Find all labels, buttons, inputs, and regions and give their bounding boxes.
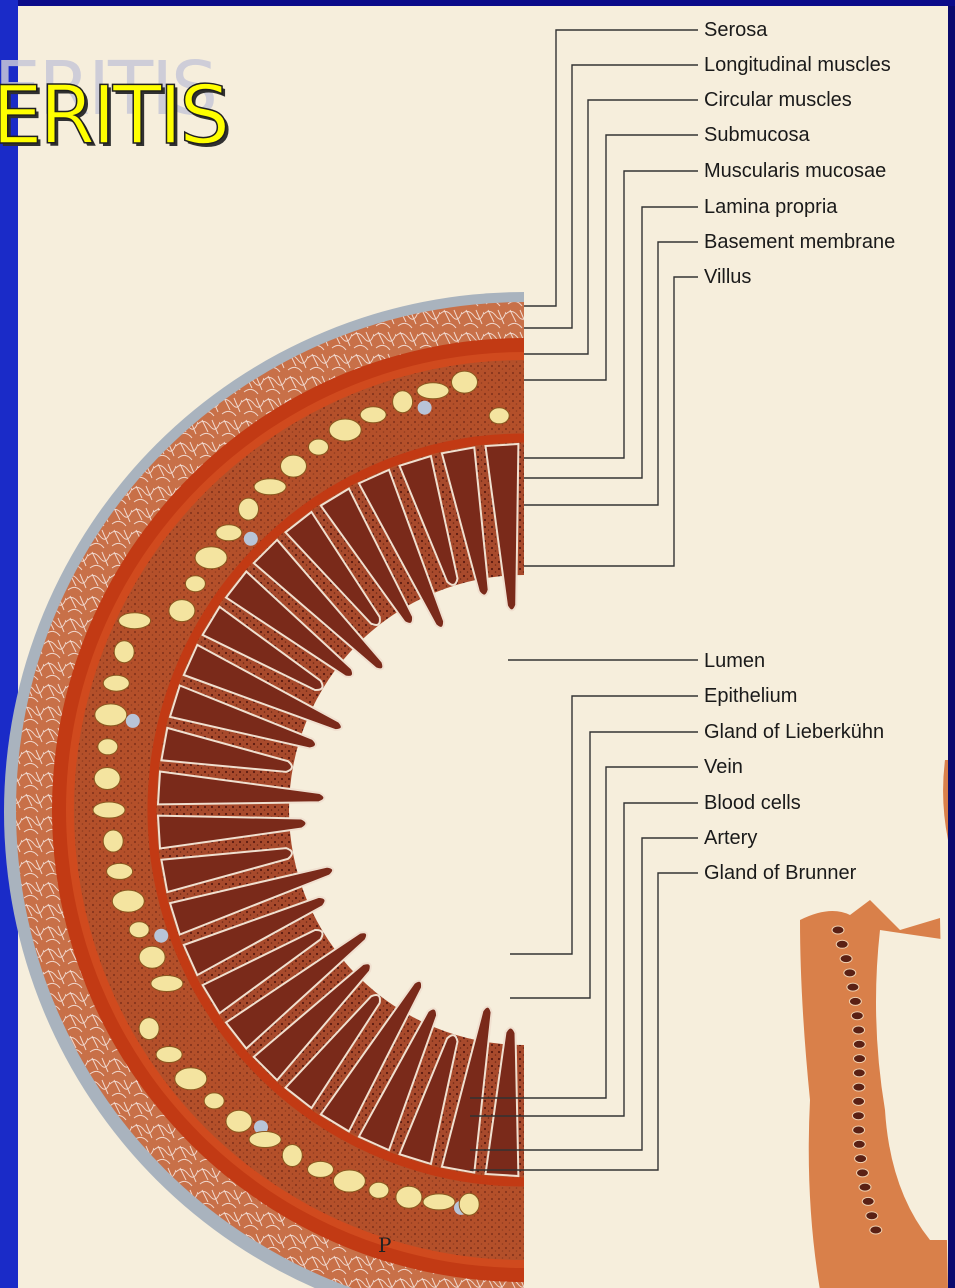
illustrator-signature: P — [378, 1233, 391, 1257]
vessel — [154, 929, 168, 943]
nucleus — [859, 1183, 871, 1191]
gland — [204, 1093, 224, 1109]
leader-line — [524, 100, 698, 354]
label-blood-cells: Blood cells — [704, 793, 801, 813]
vessel — [418, 401, 432, 415]
gland — [169, 600, 195, 622]
gland — [423, 1194, 455, 1210]
leader-line — [524, 65, 698, 328]
label-gland-of-brunner: Gland of Brunner — [704, 863, 856, 883]
label-vein: Vein — [704, 757, 743, 777]
gland — [309, 439, 329, 455]
vessel — [244, 532, 258, 546]
leader-line — [524, 207, 698, 478]
gland — [114, 641, 134, 663]
nucleus — [853, 1097, 865, 1105]
gland — [308, 1161, 334, 1177]
gland — [360, 407, 386, 423]
gland — [139, 1018, 159, 1040]
leader-line — [524, 30, 698, 306]
nucleus — [832, 926, 844, 934]
label-longitudinal-muscles: Longitudinal muscles — [704, 55, 891, 75]
nucleus — [862, 1197, 874, 1205]
label-lamina-propria: Lamina propria — [704, 197, 837, 217]
gland — [151, 976, 183, 992]
label-basement-membrane: Basement membrane — [704, 232, 895, 252]
nucleus — [853, 1083, 865, 1091]
gland — [103, 675, 129, 691]
nucleus — [857, 1169, 869, 1177]
label-lumen: Lumen — [704, 651, 765, 671]
gland — [369, 1182, 389, 1198]
gland — [95, 704, 127, 726]
nucleus — [840, 955, 852, 963]
gland — [94, 768, 120, 790]
gland — [112, 890, 144, 912]
gland — [185, 576, 205, 592]
nucleus — [853, 1040, 865, 1048]
nucleus — [854, 1055, 866, 1063]
nucleus — [853, 1140, 865, 1148]
nucleus — [855, 1155, 867, 1163]
gland — [119, 613, 151, 629]
nucleus — [852, 1112, 864, 1120]
nucleus — [849, 997, 861, 1005]
gland — [254, 479, 286, 495]
gland — [459, 1193, 479, 1215]
nucleus — [853, 1126, 865, 1134]
nucleus — [866, 1212, 878, 1220]
leader-line — [524, 277, 698, 566]
nucleus — [847, 983, 859, 991]
epithelium-inset — [800, 760, 948, 1288]
gland — [139, 946, 165, 968]
gland — [249, 1132, 281, 1148]
gland — [103, 830, 123, 852]
gland — [281, 455, 307, 477]
gland — [195, 547, 227, 569]
vessel — [126, 714, 140, 728]
label-muscularis-mucosae: Muscularis mucosae — [704, 161, 886, 181]
label-artery: Artery — [704, 828, 757, 848]
label-serosa: Serosa — [704, 20, 767, 40]
gland — [393, 391, 413, 413]
gland — [489, 408, 509, 424]
leader-line — [524, 135, 698, 380]
gland — [333, 1170, 365, 1192]
nucleus — [836, 940, 848, 948]
gland — [156, 1047, 182, 1063]
nucleus — [870, 1226, 882, 1234]
gland — [329, 419, 361, 441]
gland — [396, 1186, 422, 1208]
gland — [239, 498, 259, 520]
gland — [226, 1110, 252, 1132]
gland — [452, 371, 478, 393]
label-villus: Villus — [704, 267, 751, 287]
leader-line — [510, 732, 698, 998]
gland — [175, 1068, 207, 1090]
label-gland-of-lieberkuhn: Gland of Lieberkühn — [704, 722, 884, 742]
gland — [282, 1145, 302, 1167]
slide-title: ERITIS — [0, 76, 227, 156]
nucleus — [853, 1026, 865, 1034]
gland — [417, 383, 449, 399]
nucleus — [851, 1012, 863, 1020]
gland — [98, 739, 118, 755]
leader-line — [510, 696, 698, 954]
leader-line — [524, 242, 698, 505]
nucleus — [844, 969, 856, 977]
label-circular-muscles: Circular muscles — [704, 90, 852, 110]
gland — [129, 922, 149, 938]
label-epithelium: Epithelium — [704, 686, 797, 706]
gland — [93, 802, 125, 818]
gland — [216, 525, 242, 541]
leader-line — [524, 171, 698, 458]
label-submucosa: Submucosa — [704, 125, 810, 145]
gland — [107, 863, 133, 879]
nucleus — [853, 1069, 865, 1077]
